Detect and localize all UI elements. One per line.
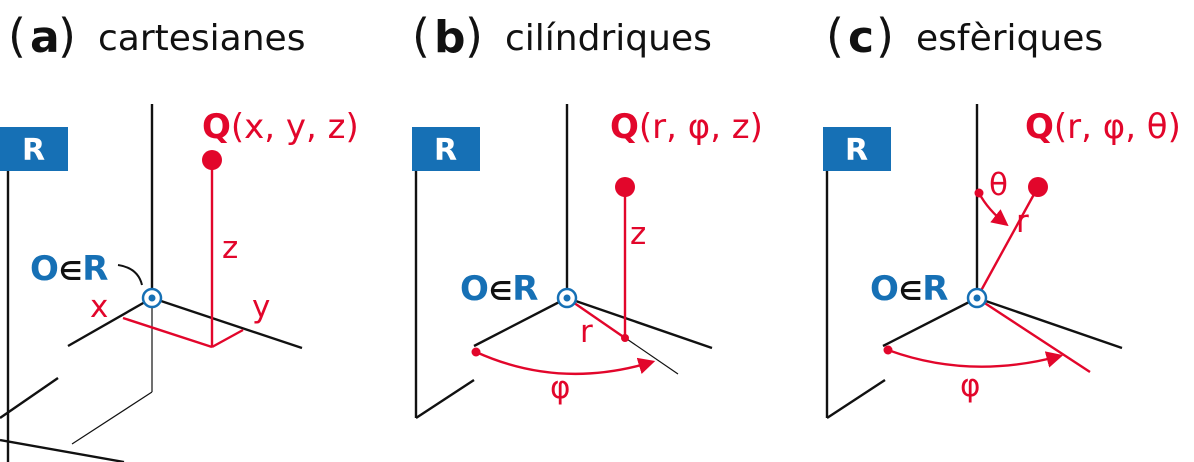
y-label: y xyxy=(252,289,270,325)
projection-dot xyxy=(621,334,629,342)
panel-b-open-paren: ( xyxy=(412,9,430,63)
point-q-label: Q(r, φ, z) xyxy=(610,107,763,147)
frame-badge xyxy=(0,127,68,171)
origin-label: O∈R xyxy=(30,249,108,289)
panel-b-letter: b xyxy=(434,12,466,63)
panel-a-close-paren: ) xyxy=(58,9,76,63)
floor-bottom-line xyxy=(0,438,125,462)
origin-marker-dot xyxy=(148,294,156,302)
r-radius-line xyxy=(566,297,626,339)
r-radius-line xyxy=(975,186,1040,299)
origin-marker-dot xyxy=(563,294,571,302)
horizontal-axis-right-line xyxy=(566,296,713,350)
theta-arc-arrow xyxy=(977,192,1009,227)
origin-label: O∈R xyxy=(460,269,538,309)
z-label: z xyxy=(222,230,238,266)
frame-badge xyxy=(412,127,480,171)
frame-badge-label: R xyxy=(22,133,45,168)
frame-badge xyxy=(823,127,891,171)
r-label: r xyxy=(580,314,593,350)
origin-marker-dot xyxy=(973,294,981,302)
theta-label: θ xyxy=(989,167,1008,203)
panel-b-close-paren: ) xyxy=(465,9,483,63)
phi-label: φ xyxy=(960,368,980,404)
horizontal-axis-left-line xyxy=(67,296,153,348)
floor-line xyxy=(826,378,886,420)
point-q-marker xyxy=(1028,177,1048,197)
origin-label: O∈R xyxy=(870,269,948,309)
panel-c-name: esfèriques xyxy=(916,18,1103,59)
panel-a-open-paren: ( xyxy=(8,9,26,63)
frame-badge-label: R xyxy=(845,133,868,168)
panel-c-letter: c xyxy=(848,12,874,63)
x-projection-line xyxy=(122,316,213,349)
floor-line xyxy=(0,377,59,419)
point-q-label: Q(r, φ, θ) xyxy=(1025,107,1181,147)
panel-c-open-paren: ( xyxy=(826,9,844,63)
y-projection-line xyxy=(211,328,244,349)
panel-a-name: cartesianes xyxy=(98,18,305,59)
point-q-label: Q(x, y, z) xyxy=(202,107,359,147)
panel-cylindrical: ( b ) cilíndriques R Q(r, φ, z) z r φ O∈… xyxy=(412,9,763,420)
panel-b-name: cilíndriques xyxy=(505,18,712,59)
horizontal-axis-right-line xyxy=(151,296,303,350)
floor-projection-line xyxy=(71,391,153,445)
horizontal-axis-right-line xyxy=(976,296,1123,350)
phi-arc-arrow xyxy=(475,350,656,376)
origin-leader-line xyxy=(117,264,143,286)
floor-line xyxy=(415,378,475,420)
r-label: r xyxy=(1016,204,1029,240)
phi-arc-arrow xyxy=(887,348,1064,368)
panel-c-title: ( c ) esfèriques xyxy=(826,9,1103,63)
x-label: x xyxy=(90,289,108,325)
panel-spherical: ( c ) esfèriques R Q(r, φ, θ) θ r φ O∈R xyxy=(823,9,1181,420)
panel-cartesian: ( a ) cartesianes R Q(x, y, z) z x y O∈R xyxy=(0,9,359,462)
horizontal-axis-left-line xyxy=(882,296,978,348)
horizontal-axis-left-line xyxy=(473,296,568,348)
point-q-marker xyxy=(202,150,222,170)
panel-a-letter: a xyxy=(30,12,60,63)
panel-c-close-paren: ) xyxy=(876,9,894,63)
z-label: z xyxy=(630,216,646,252)
azimuth-direction-line xyxy=(976,296,1091,374)
panel-b-title: ( b ) cilíndriques xyxy=(412,9,712,63)
frame-badge-label: R xyxy=(434,133,457,168)
panel-a-title: ( a ) cartesianes xyxy=(8,9,305,63)
point-q-marker xyxy=(615,177,635,197)
phi-label: φ xyxy=(550,370,570,406)
